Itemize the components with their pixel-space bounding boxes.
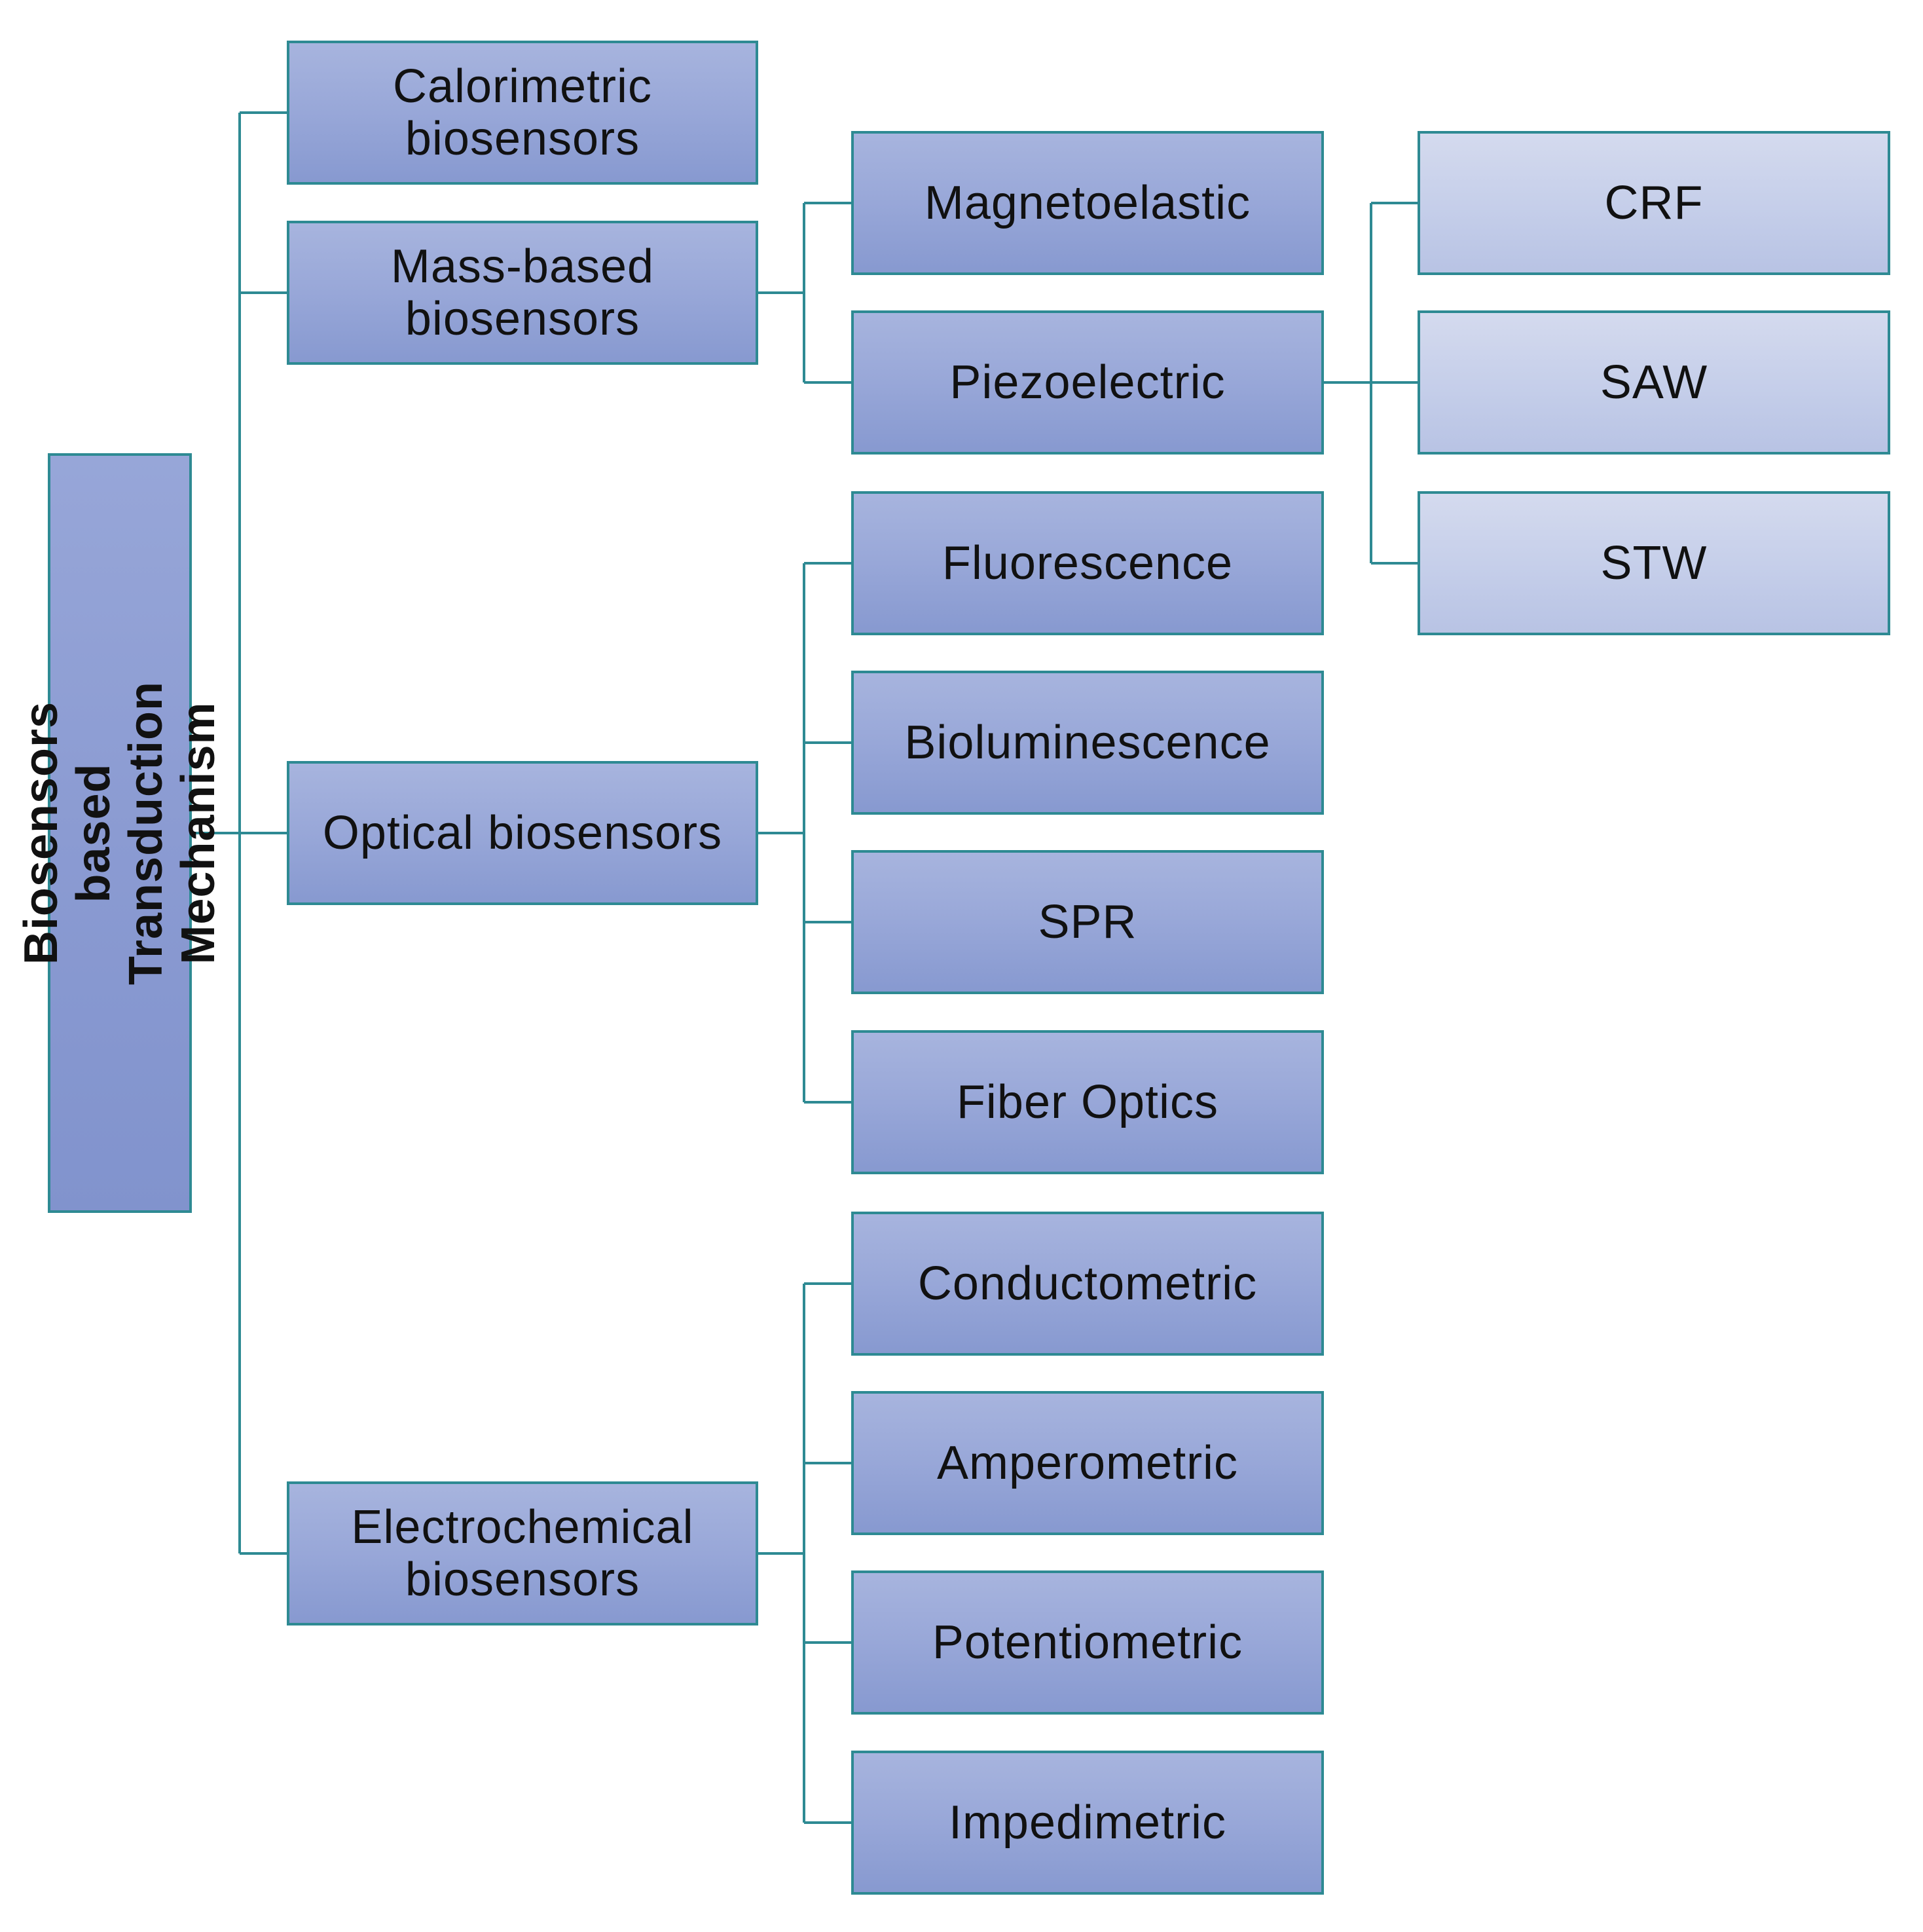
fiber-optics-node: Fiber Optics — [851, 1030, 1324, 1174]
calorimetric-node: Calorimetric biosensors — [287, 41, 758, 185]
fluorescence-node: Fluorescence — [851, 491, 1324, 635]
potentiometric-node: Potentiometric — [851, 1570, 1324, 1715]
root-label: Biosensors based Transduction Mechanism — [15, 680, 225, 986]
bioluminescence-node: Bioluminescence — [851, 671, 1324, 815]
saw-node: SAW — [1418, 310, 1890, 455]
electrochemical-node: Electrochemical biosensors — [287, 1481, 758, 1625]
mass-based-node: Mass-based biosensors — [287, 221, 758, 365]
impedimetric-node: Impedimetric — [851, 1751, 1324, 1895]
magnetoelastic-node: Magnetoelastic — [851, 131, 1324, 275]
conductometric-node: Conductometric — [851, 1212, 1324, 1356]
root-node: Biosensors based Transduction Mechanism — [15, 453, 225, 1213]
piezoelectric-node: Piezoelectric — [851, 310, 1324, 455]
optical-node: Optical biosensors — [287, 761, 758, 905]
spr-node: SPR — [851, 850, 1324, 994]
crf-node: CRF — [1418, 131, 1890, 275]
amperometric-node: Amperometric — [851, 1391, 1324, 1535]
stw-node: STW — [1418, 491, 1890, 635]
